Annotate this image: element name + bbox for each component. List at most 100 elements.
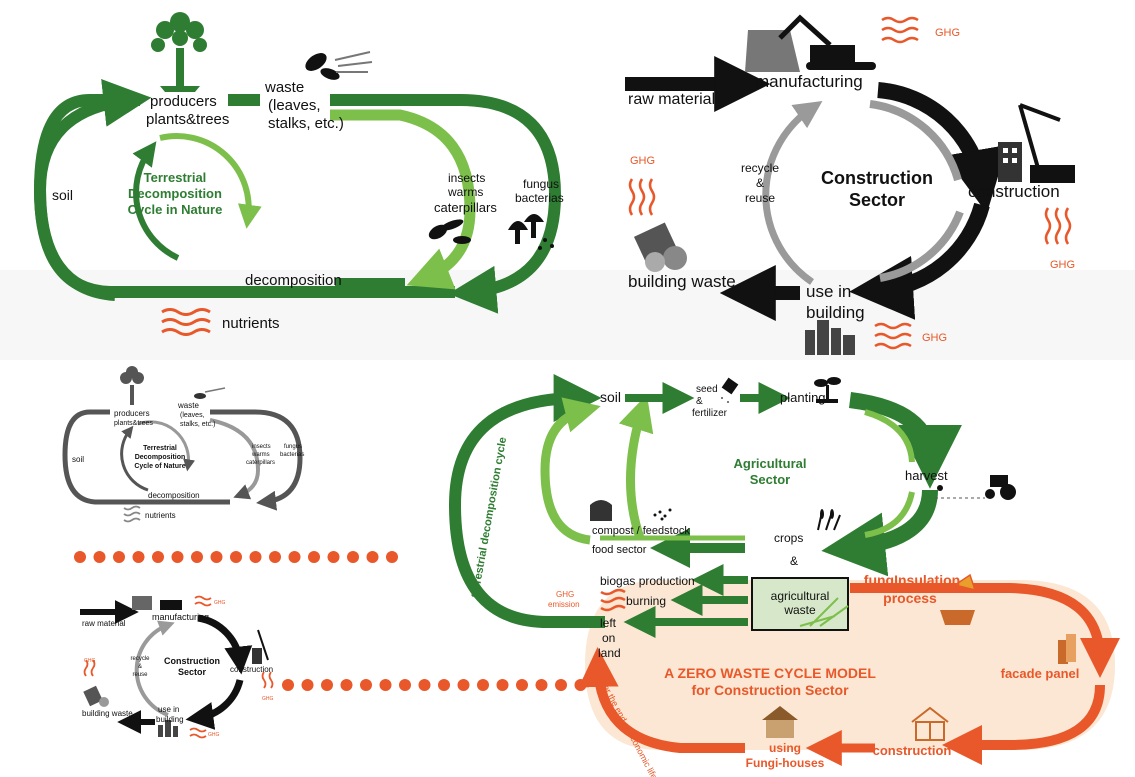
planting-label: planting <box>780 390 826 405</box>
crane-building-icon <box>998 103 1075 183</box>
mini-fungus: fungus <box>284 444 302 450</box>
connector-dot <box>74 551 86 563</box>
mini-building-waste: building waste <box>82 709 133 718</box>
connector-dot <box>93 551 106 563</box>
bacterias-label: bacterias <box>515 191 564 205</box>
fertilizer-label: fertilizer <box>692 408 728 419</box>
crops-amp-label: & <box>790 554 798 568</box>
terrestrial-loop-arrow <box>448 374 605 628</box>
connector-dot <box>327 551 340 563</box>
mini-nature-title-1: Terrestrial <box>143 445 177 452</box>
ghg-label-4: GHG <box>922 332 947 344</box>
mini-construction-title-1: Construction <box>164 656 220 666</box>
food-sector-label: food sector <box>592 544 647 556</box>
nature-arrow-waste-to-fungus <box>330 94 562 314</box>
ghg-label-3: GHG <box>1050 259 1075 271</box>
mini-waste-detail-2: stalks, etc.) <box>180 421 215 428</box>
mini-nature-cycle: producers plants&trees waste (leaves, st… <box>62 366 304 523</box>
fungi-insulation-label: fungInsulation <box>864 572 960 588</box>
compost-label: compost / feedstock <box>592 525 690 537</box>
mini-construction-title-2: Sector <box>178 667 207 677</box>
straw-icon <box>799 597 849 627</box>
dotted-connector-zero <box>282 679 587 691</box>
terrestrial-cycle-label: terrestrial decomposition cycle <box>469 436 509 598</box>
dotted-connector-agri <box>74 551 398 563</box>
mini-excavator-icon <box>132 596 182 610</box>
compost-loop-arrow <box>540 397 601 545</box>
wheat-icon <box>817 509 841 531</box>
agri-ghg-wave-icon <box>600 588 626 612</box>
mini-nature-title-2: Decomposition <box>135 454 186 461</box>
connector-dot <box>366 551 379 563</box>
arrow-grey-inner-1 <box>869 100 962 182</box>
mini-manufacturing: manufacturing <box>152 612 209 622</box>
agricultural-label: agricultural <box>771 589 830 603</box>
mini-ghg-wave-icon <box>83 595 274 739</box>
decomposition-bar <box>335 278 405 288</box>
nature-arrow-to-producers <box>33 79 152 301</box>
connector-dot <box>399 679 411 691</box>
construction-frame-icon <box>911 706 949 741</box>
biogas-label: biogas production <box>600 574 695 588</box>
manufacturing-label: manufacturing <box>755 72 863 91</box>
arrow-fungi-to-facade <box>850 583 1120 678</box>
planting-to-harvest-arrow <box>848 392 962 489</box>
ghg-label-1: GHG <box>935 27 960 39</box>
mini-arrow-1 <box>197 614 253 675</box>
agricultural-cycle: soil seed & fertilizer planting harvest … <box>448 374 1016 660</box>
seed-amp-label: & <box>696 396 703 407</box>
mini-demolished-icon <box>83 685 109 707</box>
inner-arc-dark <box>132 141 180 261</box>
construction-cycle: raw material manufacturing construction … <box>625 14 1075 355</box>
mini-construction: construction <box>230 665 273 674</box>
building-waste-label: building waste <box>628 272 736 291</box>
connector-dot <box>340 679 353 691</box>
fungi-house-icon <box>762 706 798 738</box>
connector-dot <box>555 679 567 691</box>
zero-waste-title-1: A ZERO WASTE CYCLE MODEL <box>664 665 876 681</box>
connector-dot <box>418 679 431 691</box>
producers-label: producers <box>150 93 217 110</box>
land-label: land <box>598 646 621 660</box>
nature-cycle: producers plants&trees waste (leaves, st… <box>33 12 564 336</box>
ghg-wave-icon-1 <box>881 16 919 44</box>
crops-label: crops <box>774 531 803 545</box>
mini-crane-icon <box>252 629 269 664</box>
mini-caterpillars: caterpillars <box>246 460 275 466</box>
waste-detail-2: stalks, etc.) <box>268 115 344 132</box>
construction-title-1: Construction <box>821 168 933 188</box>
demolished-building-icon <box>633 222 687 272</box>
fungi-insulation-icon <box>940 573 977 625</box>
light-inner-curve-1 <box>864 409 915 463</box>
nature-title-3: Cycle in Nature <box>128 202 223 217</box>
mini-ghg-4: GHG <box>208 732 220 738</box>
agri-soil-label: soil <box>600 389 621 405</box>
arrow-manufacturing-to-construction <box>877 82 1008 214</box>
process-label: process <box>883 590 937 606</box>
recycle-amp-label: & <box>756 176 764 190</box>
arrow-construction-to-use <box>849 202 990 320</box>
mini-nutrients-wave-icon <box>123 505 141 523</box>
tractor-icon <box>935 475 1016 500</box>
city-buildings-icon <box>805 320 855 355</box>
arrow-facade-to-construction <box>942 684 1105 765</box>
ghg-label-2: GHG <box>630 155 655 167</box>
tree-icon <box>151 12 207 92</box>
nature-title-2: Decomposition <box>128 186 222 201</box>
ghg-wave-icon-2 <box>628 178 656 216</box>
on-label: on <box>602 631 615 645</box>
mini-recycle-arrow <box>134 620 175 717</box>
fungus-label: fungus <box>523 177 559 191</box>
harvest-label: harvest <box>905 468 948 483</box>
mini-city-icon <box>158 720 178 737</box>
watermark <box>0 270 1135 360</box>
reuse-label: reuse <box>745 191 775 205</box>
mini-waste-detail-1: (leaves, <box>180 412 205 419</box>
producers-waste-bar <box>228 94 260 106</box>
arrow-grey-inner-2 <box>879 210 964 282</box>
connector-dot <box>191 551 203 563</box>
burning-label: burning <box>626 594 666 608</box>
facade-panel-icon <box>1058 634 1076 664</box>
connector-dot <box>360 679 372 691</box>
mini-construction-cycle: raw material manufacturing construction … <box>80 595 274 739</box>
